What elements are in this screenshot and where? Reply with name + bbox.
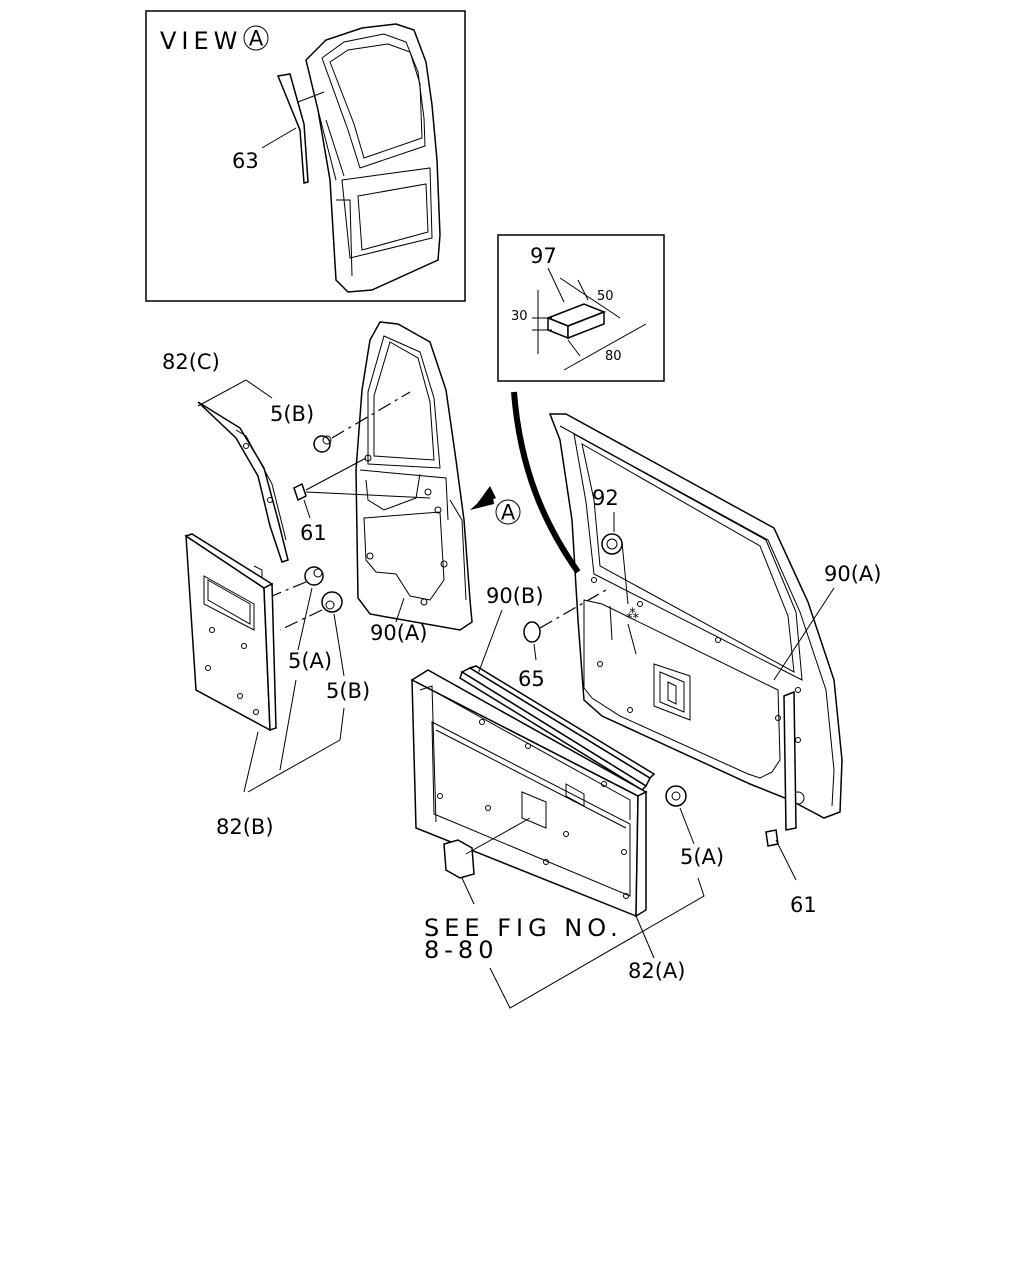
dim-height-label: 30 — [511, 309, 528, 324]
part-61-right-strip — [783, 690, 797, 831]
dim-width-label: 50 — [597, 289, 614, 304]
part-82c-trim — [197, 401, 289, 563]
callout-90a-left: 90(A) — [370, 621, 427, 645]
dim-length-label: 80 — [605, 349, 622, 364]
small-clip-mark: ⁂ — [626, 607, 639, 622]
inset-view-title: VIEW — [160, 27, 242, 55]
callout-5a-left: 5(A) — [288, 649, 332, 673]
callout-92: 92 — [592, 486, 619, 510]
part-61-right — [765, 829, 779, 847]
part-90b-strip — [459, 665, 656, 791]
inset-door-drawing — [305, 23, 441, 293]
callout-65: 65 — [518, 667, 545, 691]
inset-view-a: VIEW A 63 — [145, 10, 466, 302]
callout-82b: 82(B) — [216, 815, 274, 839]
callout-5b-left: 5(B) — [326, 679, 370, 703]
dim-part-label: 97 — [530, 244, 557, 268]
callout-82c: 82(C) — [162, 350, 220, 374]
clip-5a-left — [304, 566, 324, 586]
callout-61-right: 61 — [790, 893, 817, 917]
inset-view-marker-circle — [243, 25, 269, 51]
view-arrow-a: A — [470, 486, 521, 525]
clip-5a-right — [665, 785, 687, 807]
part-82b-panel — [184, 533, 277, 732]
handle-cover — [443, 839, 475, 879]
see-fig-bracket — [489, 877, 705, 1009]
callout-5b-top: 5(B) — [270, 402, 314, 426]
callout-90a-right: 90(A) — [824, 562, 881, 586]
clip-5b-top — [313, 435, 332, 453]
part-61-left — [293, 482, 307, 502]
callout-82a: 82(A) — [628, 959, 685, 983]
left-door-frame — [355, 321, 473, 631]
callout-61-left: 61 — [300, 521, 327, 545]
inset-view-marker: A — [249, 27, 264, 51]
dimension-box-97: 97 30 50 80 — [497, 234, 665, 382]
part-65-plug — [523, 621, 541, 643]
clip-5b-left — [321, 591, 343, 613]
see-fig-line2: 8-80 — [424, 936, 498, 964]
inset-leader-curve — [511, 391, 581, 574]
view-arrow-marker: A — [501, 501, 516, 525]
callout-5a-right: 5(A) — [680, 845, 724, 869]
part-63-moulding-shape — [276, 73, 309, 184]
part-92-grommet — [601, 533, 623, 555]
callout-90b: 90(B) — [486, 584, 544, 608]
right-door-frame — [548, 413, 843, 819]
callout-63: 63 — [232, 149, 259, 173]
see-fig-line1: SEE FIG NO. — [424, 914, 623, 942]
